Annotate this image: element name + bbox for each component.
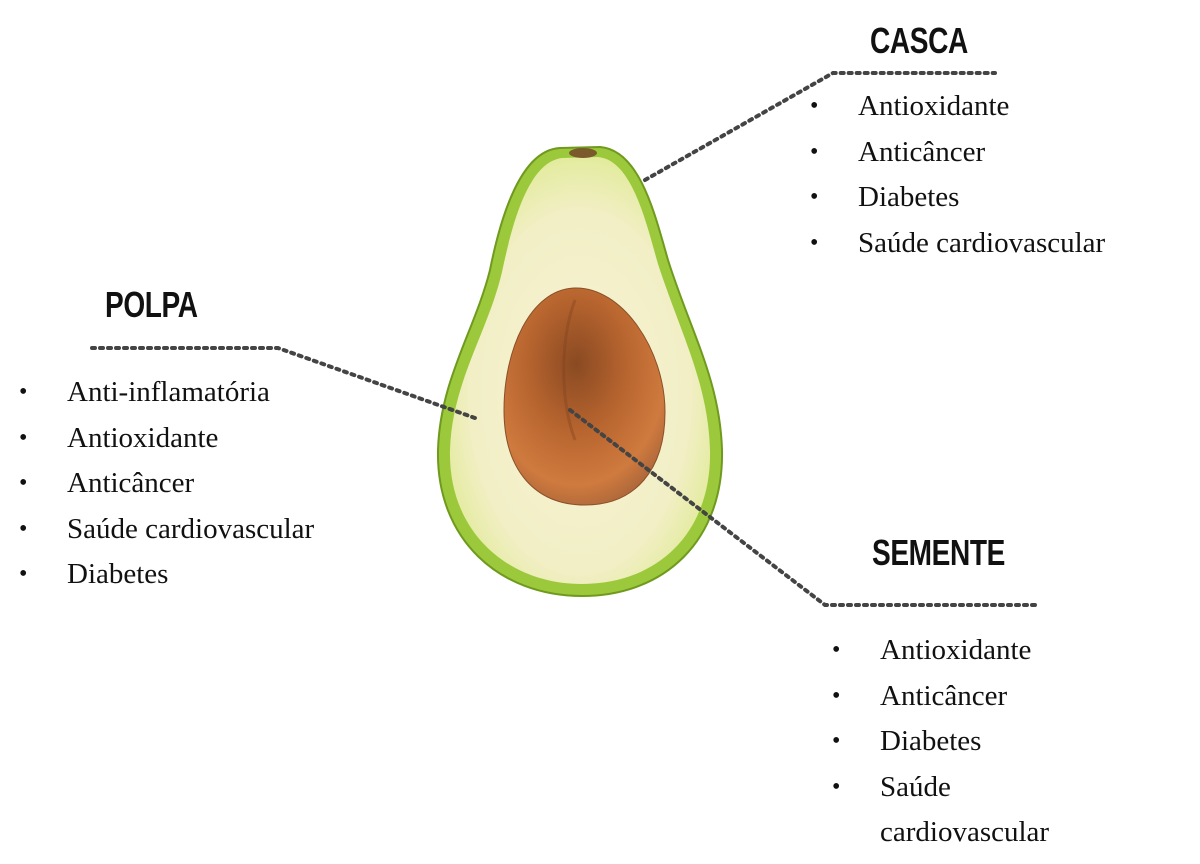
list-item: Anticâncer: [828, 674, 1049, 720]
semente-connector: [568, 408, 1037, 607]
stem-scar: [569, 148, 597, 158]
list-item: Diabetes: [806, 175, 1105, 221]
semente-heading: SEMENTE: [872, 532, 1006, 573]
polpa-heading: POLPA: [105, 284, 198, 325]
casca-connector: [643, 71, 997, 182]
list-item: Antioxidante: [15, 416, 314, 462]
list-item: Diabetes: [828, 719, 1049, 765]
list-item: Diabetes: [15, 552, 314, 598]
polpa-benefits-list: Anti-inflamatória Antioxidante Anticânce…: [15, 370, 314, 598]
casca-heading: CASCA: [870, 20, 968, 61]
list-item: Anticâncer: [806, 130, 1105, 176]
semente-benefits-list: Antioxidante Anticâncer Diabetes Saúde c…: [828, 628, 1049, 856]
polpa-connector: [90, 346, 477, 420]
list-item: Saúde: [828, 765, 1049, 811]
list-item: Anti-inflamatória: [15, 370, 314, 416]
list-item-continuation: cardiovascular: [880, 816, 1050, 848]
list-item: Saúde cardiovascular: [15, 507, 314, 553]
casca-benefits-list: Antioxidante Anticâncer Diabetes Saúde c…: [806, 84, 1105, 266]
list-item: Antioxidante: [828, 628, 1049, 674]
list-item: Antioxidante: [806, 84, 1105, 130]
list-item: Saúde cardiovascular: [806, 221, 1105, 267]
list-item: Anticâncer: [15, 461, 314, 507]
